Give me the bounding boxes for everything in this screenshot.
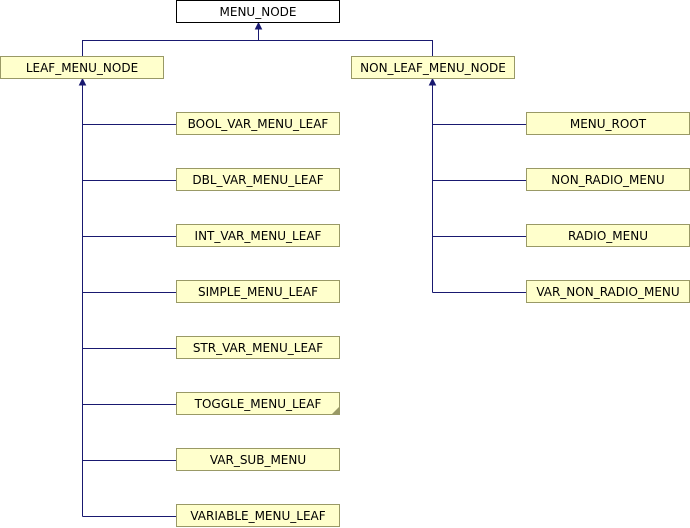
node-menu-root-label: MENU_ROOT: [570, 117, 647, 131]
node-variable-menu-leaf[interactable]: VARIABLE_MENU_LEAF: [176, 504, 340, 527]
node-bool-var-menu-leaf[interactable]: BOOL_VAR_MENU_LEAF: [176, 112, 340, 135]
node-var-sub-menu-label: VAR_SUB_MENU: [210, 453, 306, 467]
node-var-non-radio-menu[interactable]: VAR_NON_RADIO_MENU: [526, 280, 690, 303]
node-menu-root[interactable]: MENU_ROOT: [526, 112, 690, 135]
node-int-var-menu-leaf-label: INT_VAR_MENU_LEAF: [195, 229, 322, 243]
node-dbl-var-menu-leaf-label: DBL_VAR_MENU_LEAF: [192, 173, 323, 187]
node-radio-menu[interactable]: RADIO_MENU: [526, 224, 690, 247]
arrow-leaf-menu-node: [78, 77, 87, 86]
node-int-var-menu-leaf[interactable]: INT_VAR_MENU_LEAF: [176, 224, 340, 247]
node-var-non-radio-menu-label: VAR_NON_RADIO_MENU: [536, 285, 679, 299]
node-menu-node-label: MENU_NODE: [220, 5, 297, 19]
node-menu-node[interactable]: MENU_NODE: [176, 0, 340, 23]
node-simple-menu-leaf[interactable]: SIMPLE_MENU_LEAF: [176, 280, 340, 303]
node-str-var-menu-leaf[interactable]: STR_VAR_MENU_LEAF: [176, 336, 340, 359]
node-simple-menu-leaf-label: SIMPLE_MENU_LEAF: [198, 285, 318, 299]
node-non-radio-menu-label: NON_RADIO_MENU: [551, 173, 664, 187]
node-non-leaf-menu-node[interactable]: NON_LEAF_MENU_NODE: [351, 56, 515, 79]
node-leaf-menu-node[interactable]: LEAF_MENU_NODE: [0, 56, 164, 79]
inheritance-edges: [78, 21, 526, 517]
truncated-fold-icon: [332, 407, 339, 414]
node-non-radio-menu[interactable]: NON_RADIO_MENU: [526, 168, 690, 191]
node-str-var-menu-leaf-label: STR_VAR_MENU_LEAF: [193, 341, 323, 355]
edge-level1-bus: [82, 40, 433, 56]
node-leaf-menu-node-label: LEAF_MENU_NODE: [26, 61, 138, 75]
node-variable-menu-leaf-label: VARIABLE_MENU_LEAF: [190, 509, 325, 523]
node-var-sub-menu[interactable]: VAR_SUB_MENU: [176, 448, 340, 471]
node-radio-menu-label: RADIO_MENU: [568, 229, 648, 243]
node-toggle-menu-leaf-label: TOGGLE_MENU_LEAF: [194, 397, 322, 411]
arrow-non-leaf-menu-node: [428, 77, 437, 86]
arrow-menu-node: [254, 21, 263, 30]
node-toggle-menu-leaf[interactable]: TOGGLE_MENU_LEAF: [176, 392, 340, 415]
node-non-leaf-menu-node-label: NON_LEAF_MENU_NODE: [360, 61, 506, 75]
node-dbl-var-menu-leaf[interactable]: DBL_VAR_MENU_LEAF: [176, 168, 340, 191]
node-bool-var-menu-leaf-label: BOOL_VAR_MENU_LEAF: [188, 117, 329, 131]
